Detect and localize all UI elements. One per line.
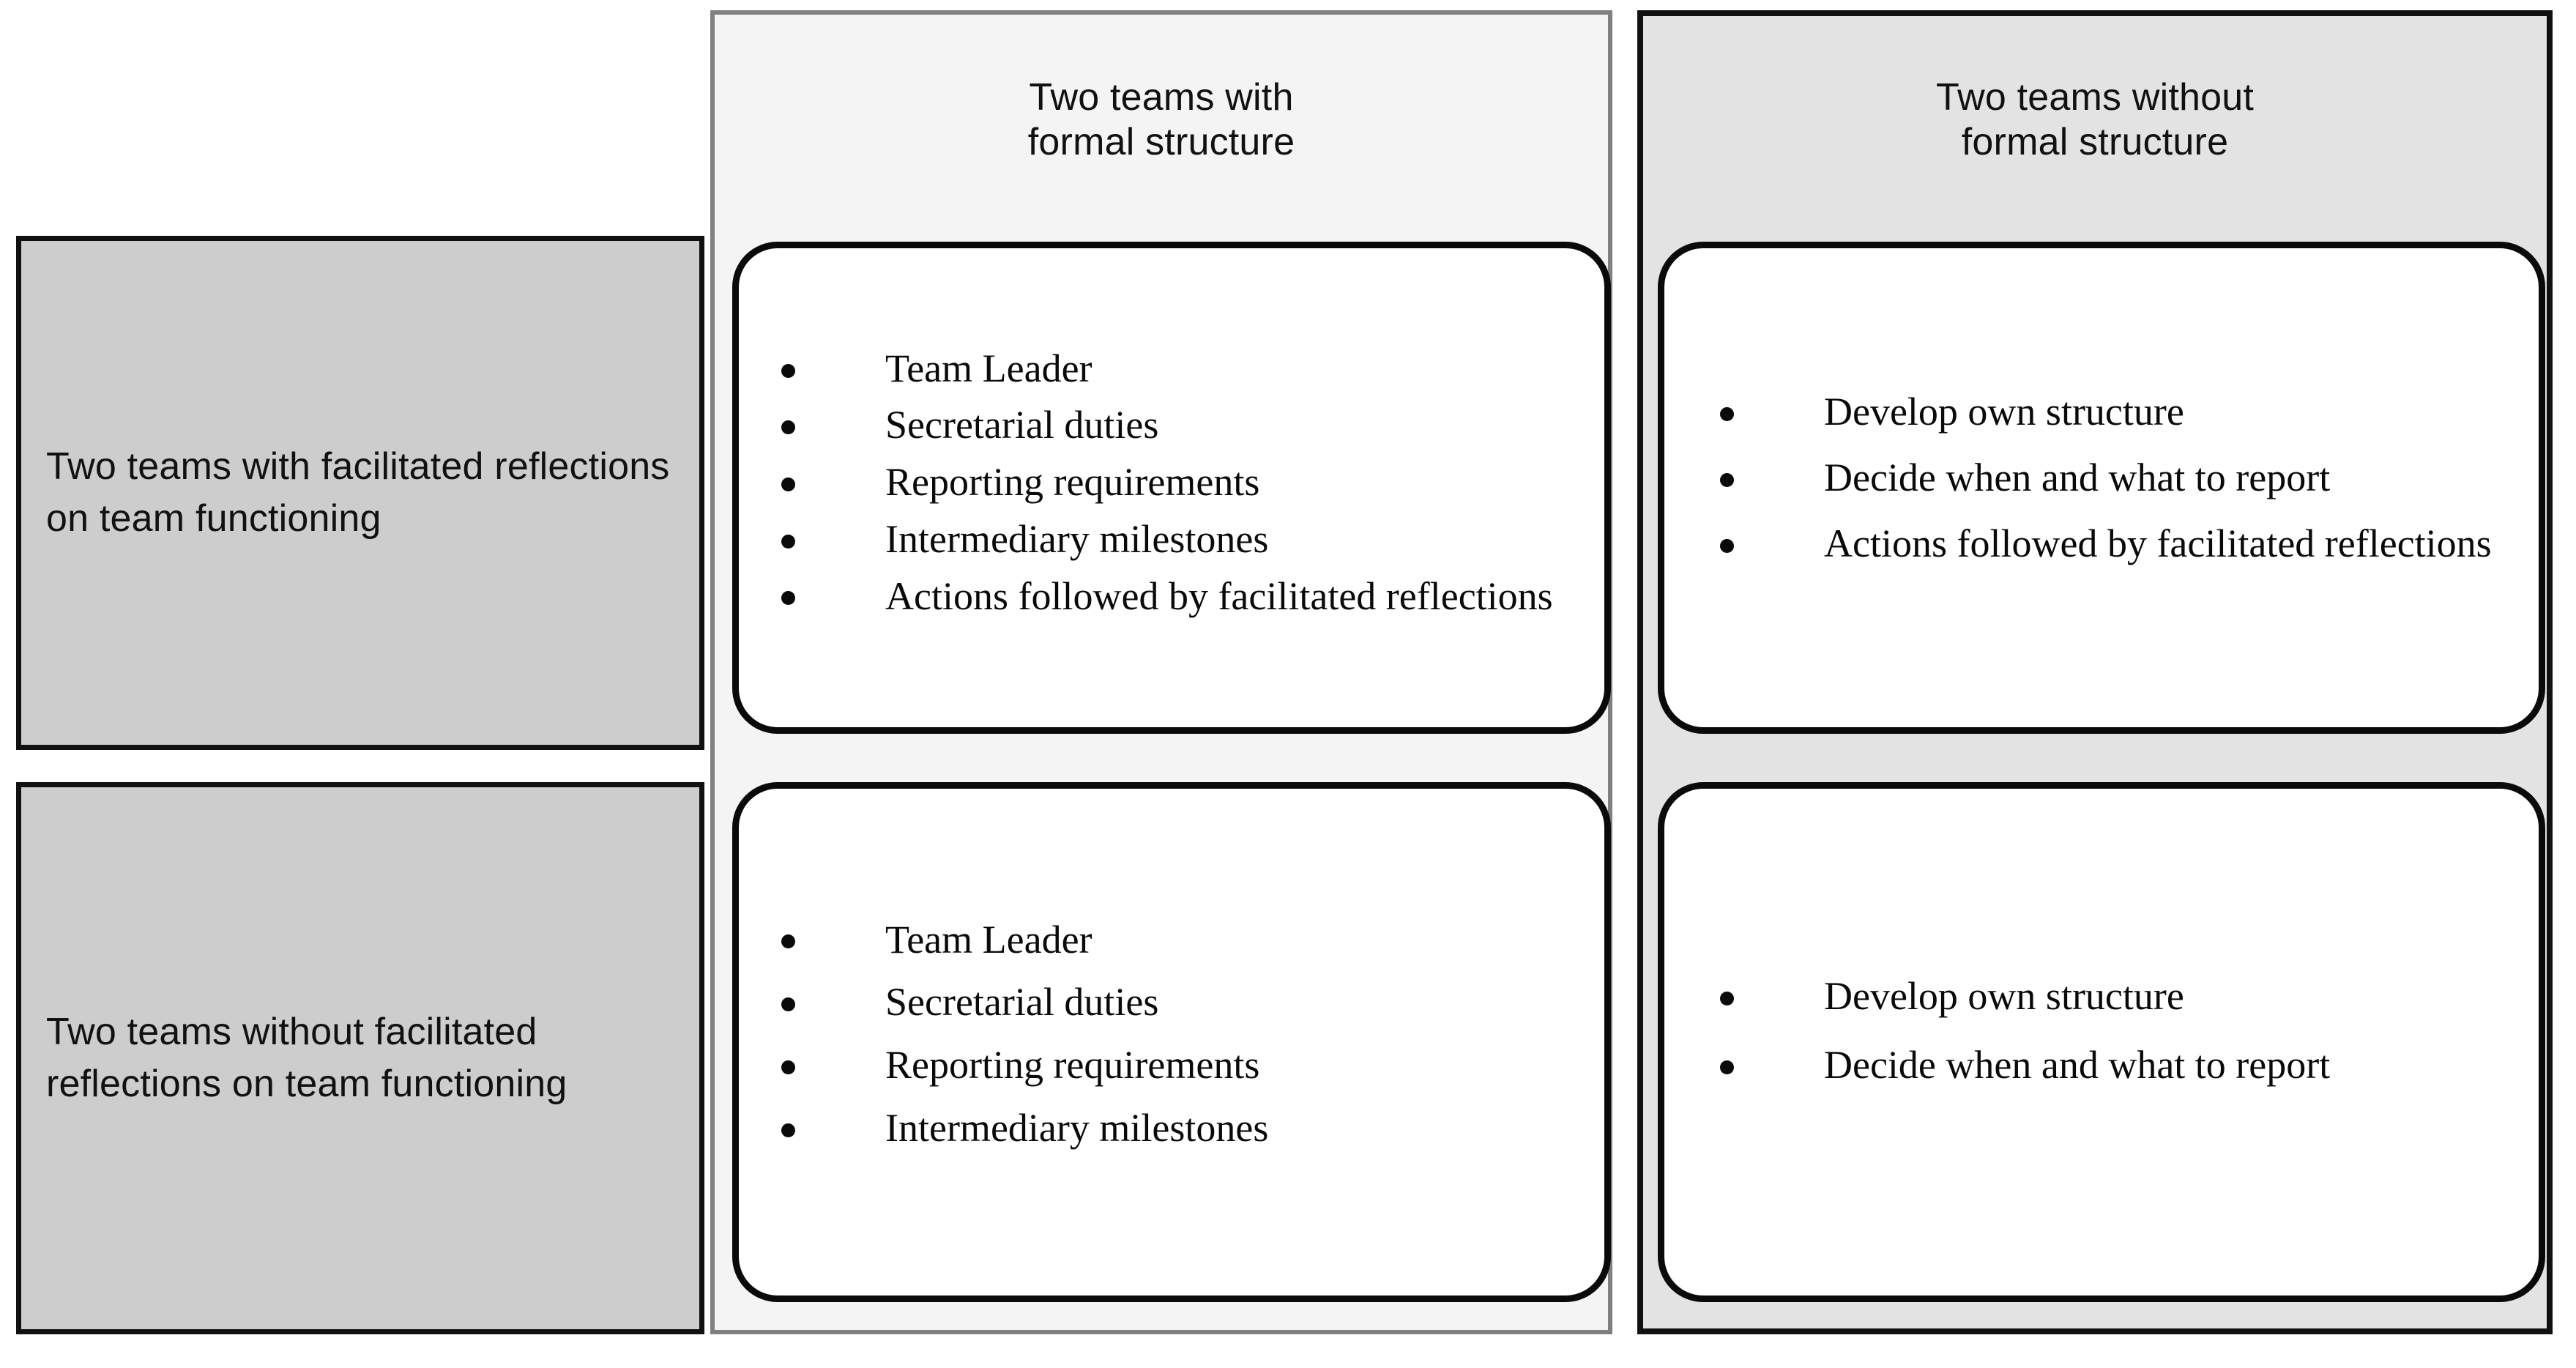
bullet-item: Actions followed by facilitated reflecti… xyxy=(739,573,1575,620)
bullet-dot-icon xyxy=(1720,538,1734,553)
bullet-dot-icon xyxy=(781,997,795,1012)
bullet-item: Reporting requirements xyxy=(739,1042,1575,1089)
bullet-dot-icon xyxy=(781,420,795,435)
bullet-dot-icon xyxy=(781,363,795,378)
bullet-dot-icon xyxy=(781,934,795,949)
bullet-item: Actions followed by facilitated reflecti… xyxy=(1664,521,2509,568)
bullet-dot-icon xyxy=(781,1123,795,1137)
bullet-text: Reporting requirements xyxy=(885,1043,1260,1087)
bullet-item: Intermediary milestones xyxy=(739,516,1575,563)
row-header-without-facilitated-reflections-label: Two teams without facilitated reflection… xyxy=(46,1011,567,1105)
bullet-text: Develop own structure xyxy=(1824,390,2184,434)
bullet-text: Reporting requirements xyxy=(885,460,1260,505)
bullet-item: Decide when and what to report xyxy=(1664,1042,2509,1089)
row-header-without-facilitated-reflections: Two teams without facilitated reflection… xyxy=(16,782,704,1334)
bullet-text: Team Leader xyxy=(885,917,1092,962)
bullet-item: Develop own structure xyxy=(1664,973,2509,1020)
row-header-with-facilitated-reflections: Two teams with facilitated reflections o… xyxy=(16,236,704,750)
bullet-dot-icon xyxy=(781,477,795,491)
bullet-item: Secretarial duties xyxy=(739,979,1575,1026)
bullet-item: Decide when and what to report xyxy=(1664,455,2509,502)
bullet-dot-icon xyxy=(1720,472,1734,487)
bullet-text: Team Leader xyxy=(885,346,1092,390)
bullet-text: Secretarial duties xyxy=(885,980,1159,1025)
bullet-text: Develop own structure xyxy=(1824,974,2184,1019)
bullet-text: Actions followed by facilitated reflecti… xyxy=(1824,521,2492,565)
bullet-text: Decide when and what to report xyxy=(1824,456,2331,500)
bullet-item: Intermediary milestones xyxy=(739,1105,1575,1152)
row-header-with-facilitated-reflections-label: Two teams with facilitated reflections o… xyxy=(46,445,670,540)
bullet-dot-icon xyxy=(1720,1060,1734,1074)
bullet-text: Secretarial duties xyxy=(885,403,1159,447)
bullet-text: Actions followed by facilitated reflecti… xyxy=(885,573,1553,618)
bullet-dot-icon xyxy=(1720,407,1734,422)
bullet-text: Intermediary milestones xyxy=(885,516,1269,561)
bullet-item: Secretarial duties xyxy=(739,402,1575,449)
bullet-text: Decide when and what to report xyxy=(1824,1043,2331,1087)
bullet-item: Reporting requirements xyxy=(739,459,1575,506)
bullet-item: Team Leader xyxy=(739,346,1575,393)
bullet-dot-icon xyxy=(781,591,795,606)
bullet-dot-icon xyxy=(1720,992,1734,1006)
bullet-item: Team Leader xyxy=(739,917,1575,964)
bullet-dot-icon xyxy=(781,534,795,549)
bullet-item: Develop own structure xyxy=(1664,389,2509,436)
bullet-text: Intermediary milestones xyxy=(885,1105,1269,1150)
bullet-dot-icon xyxy=(781,1060,795,1074)
